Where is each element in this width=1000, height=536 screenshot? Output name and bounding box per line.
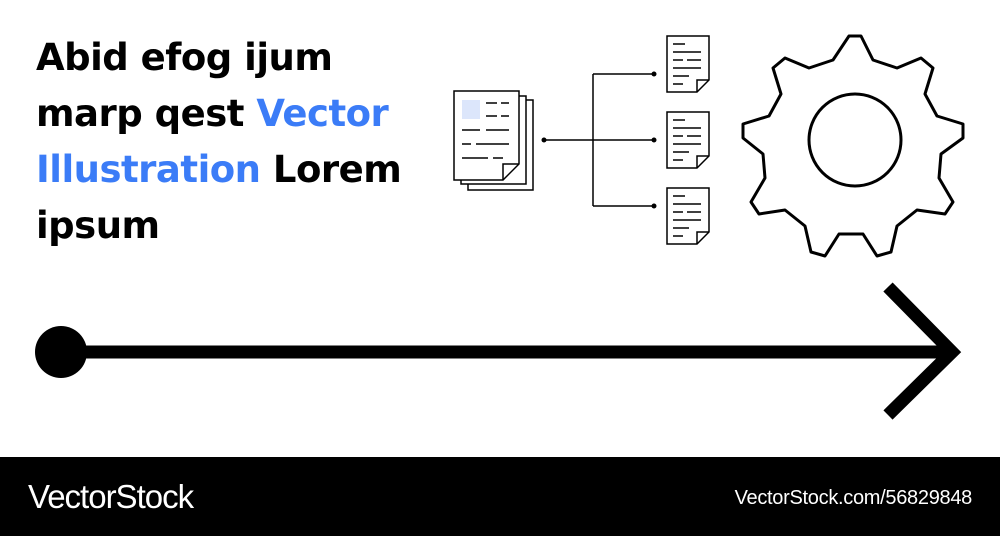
document-icon xyxy=(666,187,710,245)
headline-part2: Lorem ipsum xyxy=(36,148,402,247)
footer-bar: VectorStock VectorStock.com/56829848 xyxy=(0,457,1000,536)
document-stack-icon xyxy=(453,90,534,191)
document-icon xyxy=(666,35,710,93)
headline: Abid efog ijum marp qest Vector Illustra… xyxy=(36,30,436,254)
arrow-icon xyxy=(35,282,962,420)
credit-link[interactable]: VectorStock.com/56829848 xyxy=(734,487,973,509)
illustration xyxy=(35,34,965,420)
headline-accent: Vector Illustration xyxy=(36,92,389,191)
headline-part1: Abid efog ijum marp qest xyxy=(36,36,333,135)
brand-logo: VectorStock xyxy=(28,478,194,515)
document-icon xyxy=(666,111,710,169)
connector-tree xyxy=(544,73,654,207)
connector-dots xyxy=(541,71,657,209)
gear-icon xyxy=(741,34,965,258)
